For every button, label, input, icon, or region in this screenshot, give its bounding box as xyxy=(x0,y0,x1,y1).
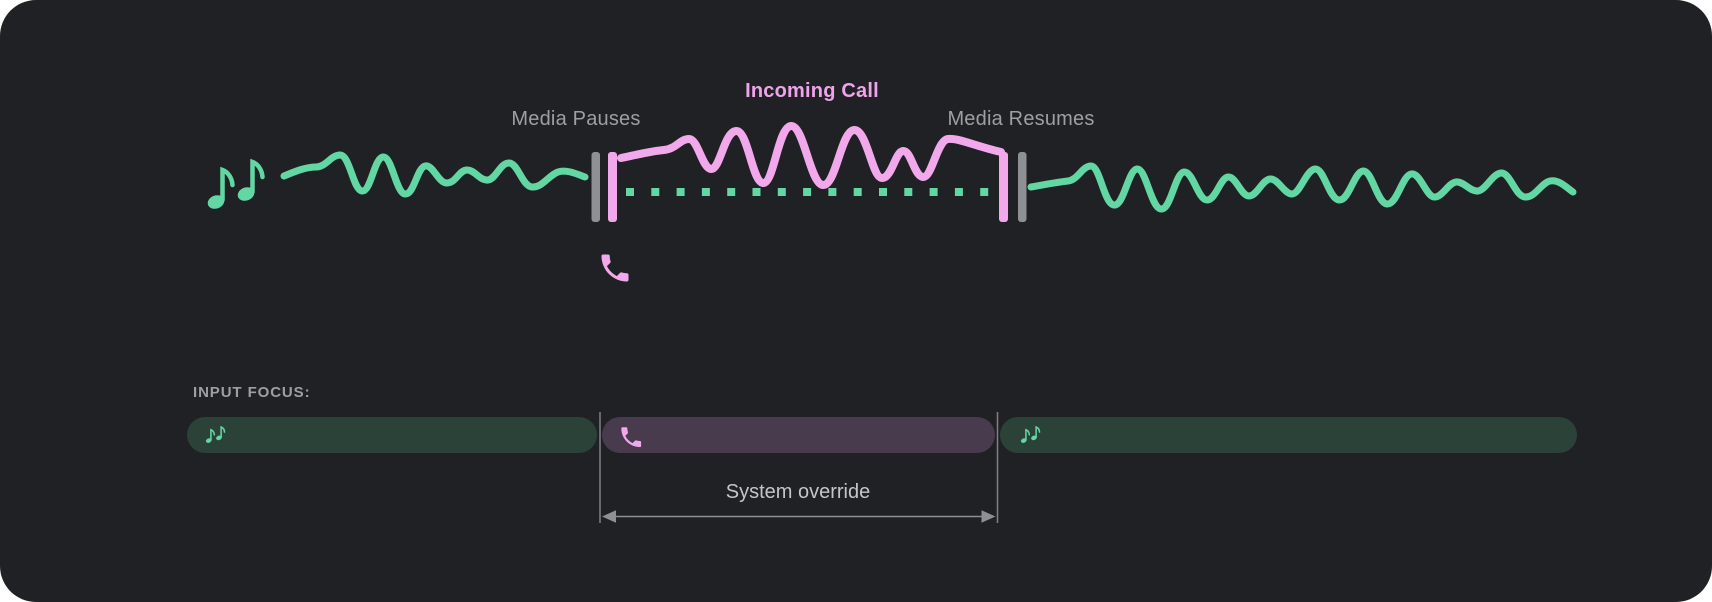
media-waveform-left xyxy=(280,151,589,198)
media-waveform-right xyxy=(1027,162,1577,213)
incoming-call-waveform xyxy=(617,122,1005,189)
input-focus-segment-media-before xyxy=(187,417,597,453)
incoming-call-label: Incoming Call xyxy=(745,80,879,102)
system-override-label: System override xyxy=(725,481,871,503)
phone-icon xyxy=(601,254,629,282)
media-resumes-label: Media Resumes xyxy=(947,108,1095,130)
phone-icon xyxy=(621,427,642,448)
system-override-span xyxy=(599,412,999,523)
input-focus-segment-media-after xyxy=(1000,417,1577,453)
input-focus-segment-incoming-call xyxy=(602,417,995,453)
music-notes-icon xyxy=(204,426,226,445)
arrow-left-icon xyxy=(602,510,616,523)
music-notes-icon xyxy=(1019,426,1041,445)
media-pauses-marker xyxy=(591,152,617,222)
media-resumes-marker xyxy=(999,152,1027,222)
music-notes-icon xyxy=(206,162,262,210)
media-pauses-label: Media Pauses xyxy=(511,108,641,130)
arrow-right-icon xyxy=(981,510,996,523)
input-focus-heading: INPUT FOCUS: xyxy=(193,384,311,401)
